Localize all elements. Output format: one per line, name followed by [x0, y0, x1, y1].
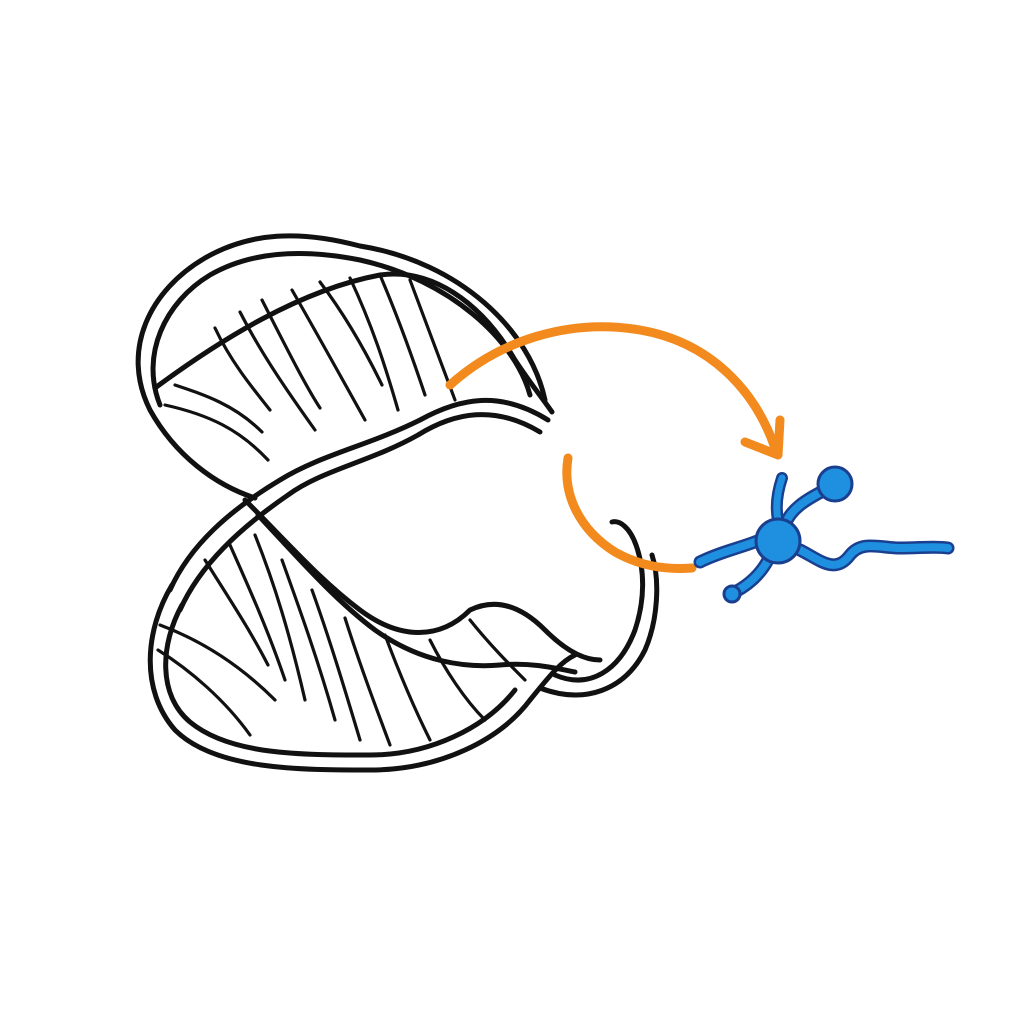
rung	[343, 616, 392, 747]
helix-tail-inner	[537, 552, 660, 698]
helix-upper-rungs	[163, 273, 457, 462]
curved-arrow	[445, 322, 785, 573]
molecule-left-arm	[696, 536, 764, 566]
rung	[468, 618, 527, 682]
helix-upper-outer-strand	[135, 233, 548, 501]
rung	[163, 403, 270, 462]
rung	[213, 326, 272, 412]
arrow-arc-upper	[445, 322, 780, 453]
rung	[383, 633, 432, 742]
rung	[173, 383, 264, 434]
helix-lower-inner-edge	[242, 497, 603, 663]
molecule-tail	[796, 541, 952, 569]
rung	[260, 298, 322, 410]
helix-lower-rungs	[156, 533, 527, 747]
rung	[318, 280, 384, 387]
branched-molecule	[693, 465, 955, 604]
rung	[348, 276, 400, 412]
rung	[310, 588, 362, 742]
double-helix	[135, 233, 660, 773]
rung	[378, 273, 427, 397]
rung	[228, 543, 287, 682]
rung	[238, 310, 317, 432]
rung	[290, 288, 367, 422]
helix-tail	[552, 519, 646, 683]
rung	[156, 648, 252, 737]
helix-upper-inner-strand	[150, 250, 533, 408]
arrow-head	[740, 415, 785, 460]
molecule-center-node	[754, 517, 802, 565]
helix-lower-outer-strand	[147, 582, 578, 773]
arrow-arc-lower	[562, 453, 697, 573]
rung	[428, 638, 487, 722]
helix-crossing-strand-b	[177, 412, 543, 613]
helix-crossing-strand-a	[167, 398, 551, 593]
helix-lower-inner-strand	[163, 602, 518, 758]
rung	[280, 558, 337, 722]
rung	[158, 623, 277, 702]
rung	[253, 533, 307, 702]
helix-upper-inner-edge	[152, 271, 555, 415]
rung	[203, 558, 270, 667]
molecule-top-node	[816, 465, 854, 503]
molecule-stub	[773, 474, 786, 524]
helix-lower-band	[255, 512, 578, 675]
molecule-bottom-node	[722, 584, 742, 604]
